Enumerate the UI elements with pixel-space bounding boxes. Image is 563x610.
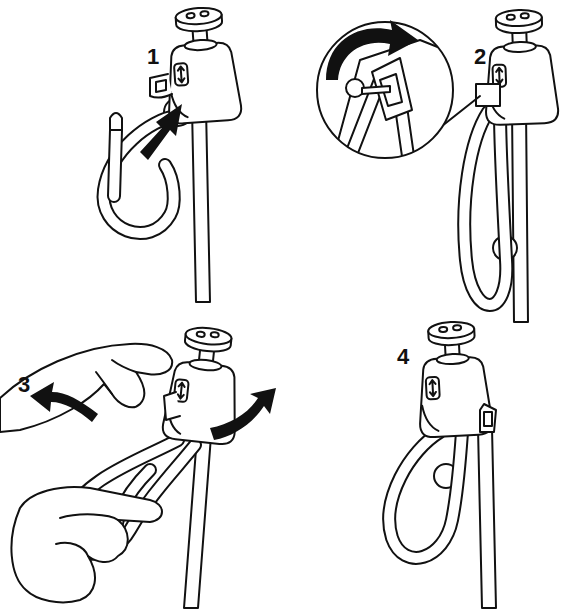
hand <box>11 487 162 602</box>
pole <box>478 428 496 608</box>
hook <box>164 392 180 420</box>
callout-number: 1 <box>147 46 159 68</box>
callout-number: 4 <box>397 346 409 368</box>
rotate-arrow <box>210 388 276 440</box>
hand <box>0 344 172 432</box>
hook-end <box>110 113 122 130</box>
callout-number: 2 <box>474 46 486 68</box>
hook <box>150 74 172 98</box>
step-2-illustration <box>310 9 559 322</box>
step-1-illustration <box>104 6 242 302</box>
rotate-arrow <box>30 382 98 422</box>
hook <box>480 404 496 432</box>
detail-inset <box>310 20 470 170</box>
hook <box>476 84 500 106</box>
rotate-arrow <box>326 20 418 80</box>
arrow <box>140 104 182 160</box>
callout-number: 3 <box>18 374 30 396</box>
step-4-illustration <box>389 320 496 608</box>
step-3-illustration <box>0 324 276 608</box>
pole <box>512 108 528 322</box>
pole <box>192 108 210 302</box>
